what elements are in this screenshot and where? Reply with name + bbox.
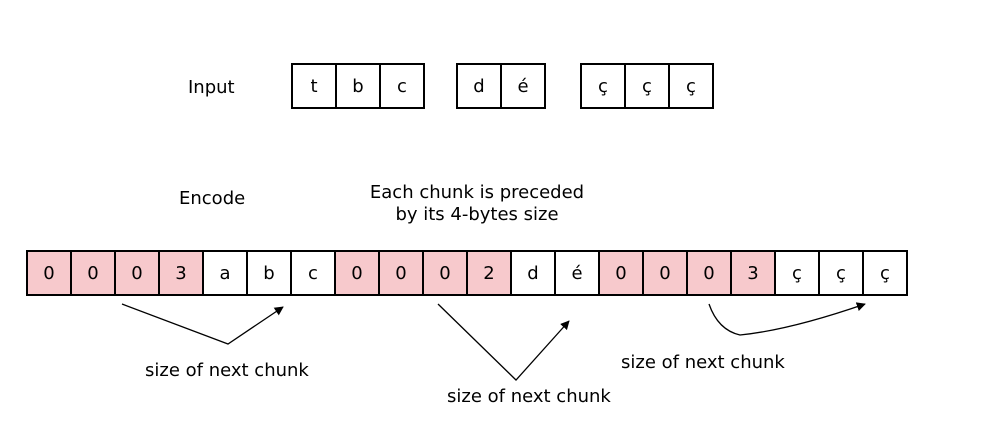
size-byte-cell: 0 <box>686 250 732 296</box>
annotation-3: size of next chunk <box>621 352 785 373</box>
input-cell: é <box>500 63 546 109</box>
input-cell: d <box>456 63 502 109</box>
size-byte-cell: 3 <box>730 250 776 296</box>
input-group-2: d é <box>456 63 546 109</box>
encode-note: Each chunk is preceded by its 4-bytes si… <box>352 182 602 226</box>
input-group-1: t b c <box>291 63 425 109</box>
data-byte-cell: é <box>554 250 600 296</box>
data-byte-cell: b <box>246 250 292 296</box>
annotation-2: size of next chunk <box>447 386 611 407</box>
size-byte-cell: 0 <box>114 250 160 296</box>
size-byte-cell: 0 <box>422 250 468 296</box>
data-byte-cell: c <box>290 250 336 296</box>
input-cell: c <box>379 63 425 109</box>
input-label: Input <box>188 77 235 98</box>
encode-note-line-2: by its 4-bytes size <box>395 204 559 225</box>
input-cell: ç <box>624 63 670 109</box>
data-byte-cell: d <box>510 250 556 296</box>
annotation-1: size of next chunk <box>145 360 309 381</box>
encode-note-line-1: Each chunk is preceded <box>369 182 585 203</box>
size-byte-cell: 0 <box>334 250 380 296</box>
input-cell: ç <box>668 63 714 109</box>
arrow-3 <box>708 302 866 336</box>
encode-label: Encode <box>179 188 246 209</box>
size-byte-cell: 3 <box>158 250 204 296</box>
size-byte-cell: 2 <box>466 250 512 296</box>
input-group-3: ç ç ç <box>580 63 714 109</box>
arrow-2 <box>437 303 570 381</box>
size-byte-cell: 0 <box>378 250 424 296</box>
arrow-1 <box>121 303 284 345</box>
data-byte-cell: ç <box>862 250 908 296</box>
input-cell: ç <box>580 63 626 109</box>
